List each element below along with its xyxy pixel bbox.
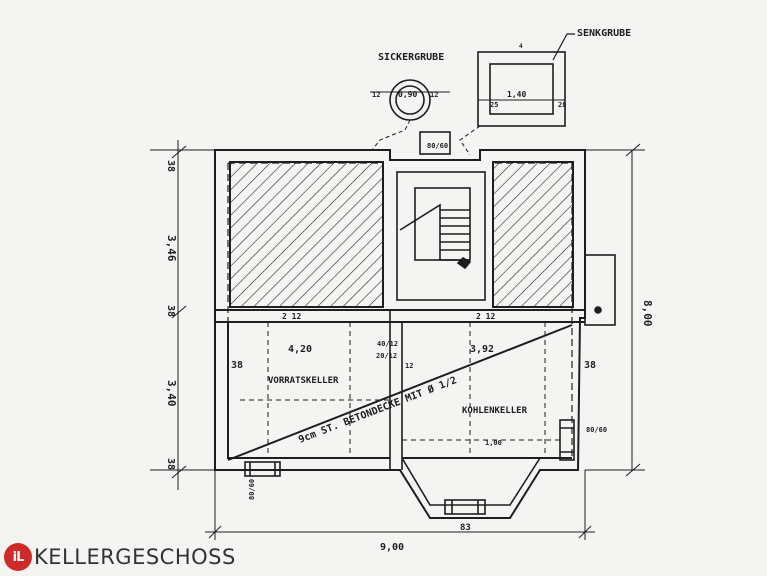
- hatched-room-right: [492, 161, 574, 308]
- dim-wall-38-bottom: 38: [165, 458, 176, 470]
- dim-height-346: 3,46: [165, 235, 178, 262]
- storage-cellar-label: VORRATSKELLER: [268, 376, 339, 386]
- dim-seep-wall-l: 12: [372, 91, 380, 99]
- dim-window-left: 80/60: [248, 479, 256, 500]
- dim-room-38-right: 38: [584, 360, 596, 371]
- dim-seep-diam: 0,90: [398, 90, 417, 99]
- dim-window-top: 80/60: [427, 142, 448, 150]
- dimension-lines: [150, 140, 645, 540]
- dim-tank-width: 1,40: [507, 90, 526, 99]
- windows: [244, 131, 616, 515]
- slab-diagonal-line: [227, 324, 573, 461]
- dim-tank-top: 4: [519, 43, 523, 50]
- tank-label: SENKGRUBE: [577, 28, 631, 39]
- dim-storage-width: 4,20: [288, 344, 312, 355]
- staircase: [396, 171, 486, 301]
- dim-coal-100: 1,00: [485, 439, 502, 447]
- seepage-pit-label: SICKERGRUBE: [378, 52, 444, 63]
- dim-window-right: 80/60: [586, 426, 607, 434]
- dim-bottom-900: 9,00: [380, 542, 404, 553]
- dashed-guides: [240, 322, 560, 458]
- middle-wall: [215, 309, 585, 470]
- dim-wall-38-mid: 38: [165, 305, 176, 317]
- dim-height-340: 3,40: [165, 380, 178, 407]
- plan-title: KELLERGESCHOSS: [34, 545, 236, 569]
- septic-tank: [459, 33, 575, 156]
- dim-window-bottom: 83: [460, 523, 471, 533]
- dim-beam-right: 2 12: [476, 312, 495, 321]
- dim-door-4012: 40/12: [377, 340, 398, 348]
- seepage-pit: [370, 79, 450, 151]
- dim-right-800: 8,00: [641, 300, 654, 327]
- coal-cellar-label: KOHLENKELLER: [462, 406, 528, 416]
- dim-room-38-left: 38: [231, 360, 243, 371]
- footer-title-bar: iL KELLERGESCHOSS: [4, 540, 236, 574]
- dim-seep-wall-r: 12: [430, 91, 438, 99]
- hatched-room-left: [229, 161, 384, 308]
- dim-door-2012: 20/12: [376, 352, 397, 360]
- dim-door-12: 12: [405, 362, 413, 370]
- dim-wall-38-top: 38: [165, 160, 176, 172]
- dim-tank-left: 25: [490, 101, 498, 109]
- dim-coal-width: 3,92: [470, 344, 494, 355]
- lower-rooms: [227, 322, 572, 506]
- dim-beam-left: 2 12: [282, 312, 301, 321]
- brand-logo-icon: iL: [4, 543, 32, 571]
- dim-tank-right: 28: [558, 101, 566, 109]
